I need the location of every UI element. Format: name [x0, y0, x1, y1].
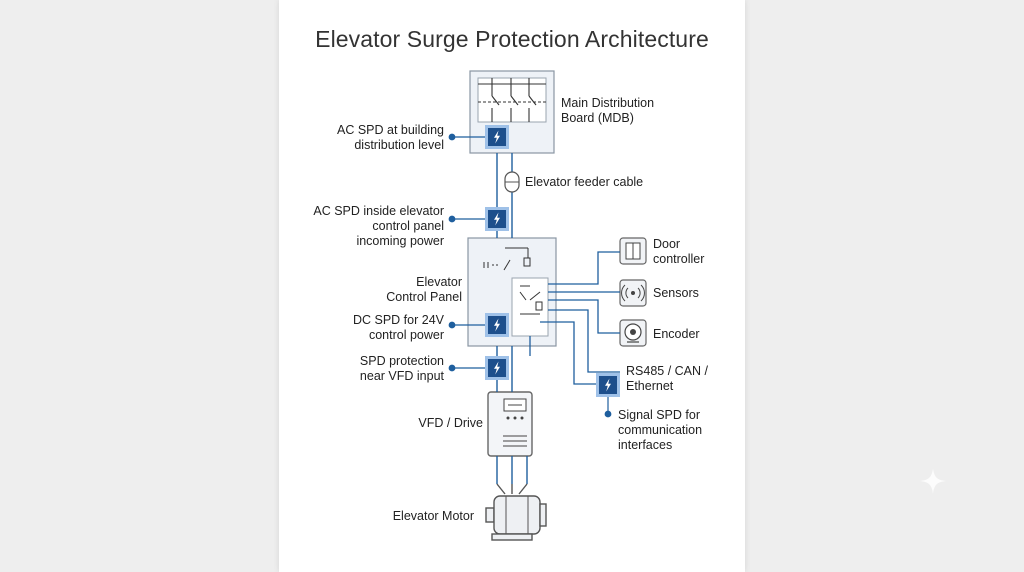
main-power-lines: [496, 153, 528, 484]
label-mdb: Main Distribution Board (MDB): [561, 96, 655, 125]
callout-leaders: [448, 133, 612, 418]
sparkle-icon: [920, 468, 946, 494]
motor-icon: [485, 483, 547, 541]
encoder-icon: [619, 319, 647, 347]
main-distribution-board: [469, 70, 555, 154]
label-encoder: Encoder: [653, 327, 700, 341]
label-signal-spd: Signal SPD for communication interfaces: [618, 408, 703, 452]
vfd-drive-unit: [487, 391, 533, 457]
door-icon: [619, 237, 647, 265]
signal-lines: [529, 251, 620, 385]
spd-dc-icon: [485, 313, 509, 337]
spd-control-panel-icon: [485, 207, 509, 231]
label-control-panel: Elevator Control Panel: [386, 275, 462, 304]
cable-icon: [504, 171, 520, 193]
label-vfd: VFD / Drive: [418, 416, 483, 430]
label-spd-control-panel: AC SPD inside elevator control panel inc…: [313, 204, 444, 248]
label-door-controller: Door controller: [653, 237, 705, 266]
label-motor: Elevator Motor: [392, 509, 474, 523]
label-sensors: Sensors: [653, 286, 699, 300]
label-comms: RS485 / CAN / Ethernet: [626, 364, 708, 393]
spd-building-icon: [485, 125, 509, 149]
label-spd-dc: DC SPD for 24V control power: [352, 313, 444, 342]
wireless-sensor-icon: [619, 279, 647, 307]
elevator-control-panel: [467, 237, 557, 347]
diagram-title: Elevator Surge Protection Architecture: [315, 26, 709, 52]
signal-spd-icon: [596, 373, 620, 397]
spd-vfd-icon: [485, 356, 509, 380]
label-spd-building: AC SPD at building distribution level: [336, 123, 444, 152]
label-spd-vfd: SPD protection near VFD input: [359, 354, 444, 383]
label-feeder-cable: Elevator feeder cable: [525, 175, 644, 189]
